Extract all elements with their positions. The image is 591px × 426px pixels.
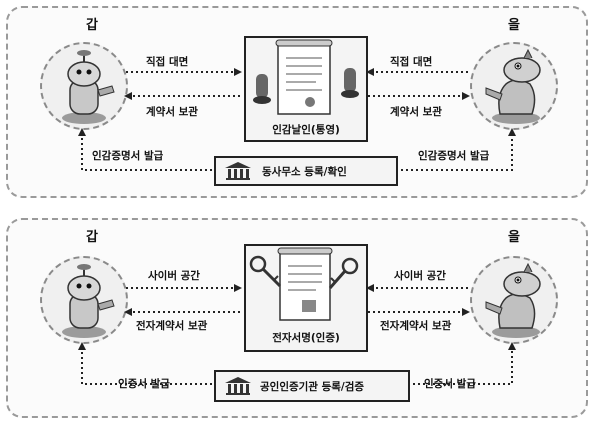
bottom-left-upper-label: 사이버 공간 [148, 270, 200, 282]
top-arrow-office-to-a [78, 128, 212, 171]
bottom-left-lower-label: 전자계약서 보관 [136, 320, 208, 332]
scroll-document-icon [253, 39, 359, 115]
top-center-caption: 인감날인(통영) [272, 124, 340, 136]
robot-a-icon [62, 264, 115, 338]
bottom-arrow-office-to-a [78, 342, 212, 385]
top-party-a-figure [40, 42, 128, 130]
bottom-party-a-label: 갑 [86, 230, 98, 245]
key-right-icon [328, 257, 359, 289]
top-office-box: 동사무소 등록/확인 [214, 156, 398, 186]
top-bottom-right-label: 인감증명서 발급 [418, 150, 490, 162]
top-office-label: 동사무소 등록/확인 [262, 166, 347, 178]
scroll-document-icon [249, 247, 359, 321]
government-building-icon [225, 377, 251, 395]
bottom-office-box: 공인인증기관 등록/검증 [214, 370, 410, 402]
bottom-bottom-left-label: 인증서 발급 [118, 378, 170, 390]
top-right-lower-label: 계약서 보관 [390, 106, 442, 118]
top-left-upper-label: 직접 대면 [146, 56, 189, 68]
stamp-left-icon [253, 74, 271, 104]
bottom-arrow-office-to-b [408, 342, 516, 385]
bottom-right-lower-label: 전자계약서 보관 [380, 320, 452, 332]
top-seal-box: 인감날인(통영) [244, 36, 368, 142]
dino-b-icon [485, 262, 541, 338]
bottom-center-caption: 전자서명(인증) [272, 332, 340, 344]
government-building-icon [225, 162, 251, 180]
top-party-a-label: 갑 [86, 18, 98, 33]
bottom-party-a-figure [40, 256, 128, 344]
bottom-right-upper-label: 사이버 공간 [394, 270, 446, 282]
stamp-right-icon [341, 68, 359, 98]
key-left-icon [249, 255, 282, 288]
top-bottom-left-label: 인감증명서 발급 [92, 150, 164, 162]
bottom-office-label: 공인인증기관 등록/검증 [260, 381, 365, 393]
top-arrow-office-to-b [396, 128, 516, 171]
top-left-lower-label: 계약서 보관 [146, 106, 198, 118]
bottom-signature-box: 전자서명(인증) [244, 244, 368, 352]
robot-a-icon [62, 50, 115, 124]
top-right-upper-label: 직접 대면 [390, 56, 433, 68]
bottom-party-b-label: 을 [508, 230, 520, 245]
top-party-b-label: 을 [508, 18, 520, 33]
dino-b-icon [485, 48, 541, 124]
